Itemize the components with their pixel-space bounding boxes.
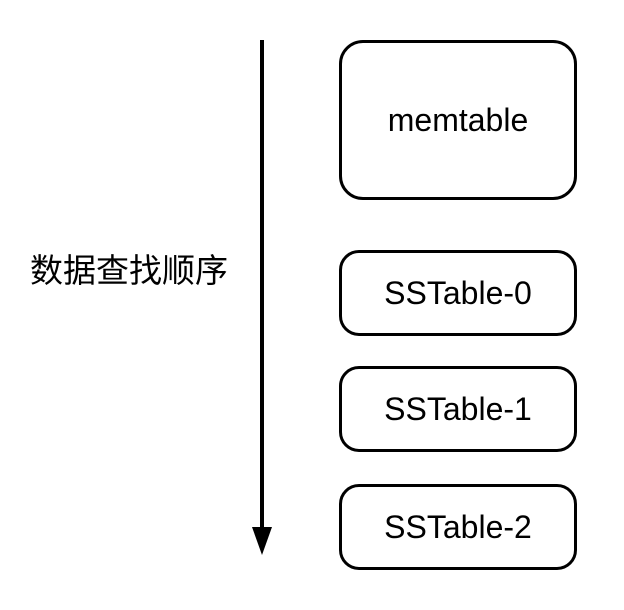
sstable-1-box: SSTable-1	[339, 366, 577, 452]
memtable-box: memtable	[339, 40, 577, 200]
arrow-down-icon	[252, 527, 272, 555]
sstable-2-box: SSTable-2	[339, 484, 577, 570]
sstable-0-box: SSTable-0	[339, 250, 577, 336]
lookup-order-label: 数据查找顺序	[30, 251, 228, 290]
lookup-order-arrow-shaft	[260, 40, 264, 530]
